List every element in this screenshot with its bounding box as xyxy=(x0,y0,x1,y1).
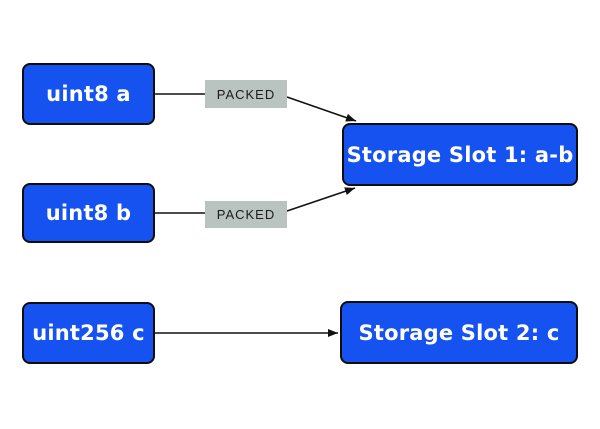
node-uint8-a: uint8 a xyxy=(22,63,155,125)
node-storage-slot-2: Storage Slot 2: c xyxy=(340,301,578,364)
edge-packed1-to-slot1 xyxy=(286,96,357,122)
node-uint8-a-label: uint8 a xyxy=(46,82,131,106)
node-uint8-b-label: uint8 b xyxy=(45,201,132,225)
edge-packed2-to-slot1 xyxy=(286,187,356,212)
node-uint8-b: uint8 b xyxy=(22,183,155,243)
node-storage-slot-1-label: Storage Slot 1: a-b xyxy=(346,142,574,167)
edge-label-packed-2: PACKED xyxy=(205,201,287,228)
node-storage-slot-1: Storage Slot 1: a-b xyxy=(342,123,578,186)
edge-label-packed-1: PACKED xyxy=(205,80,287,108)
edge-label-packed-2-text: PACKED xyxy=(216,207,276,222)
edge-label-packed-1-text: PACKED xyxy=(216,86,276,102)
node-uint256-c-label: uint256 c xyxy=(32,321,145,345)
node-uint256-c: uint256 c xyxy=(22,302,155,364)
node-storage-slot-2-label: Storage Slot 2: c xyxy=(358,320,560,345)
